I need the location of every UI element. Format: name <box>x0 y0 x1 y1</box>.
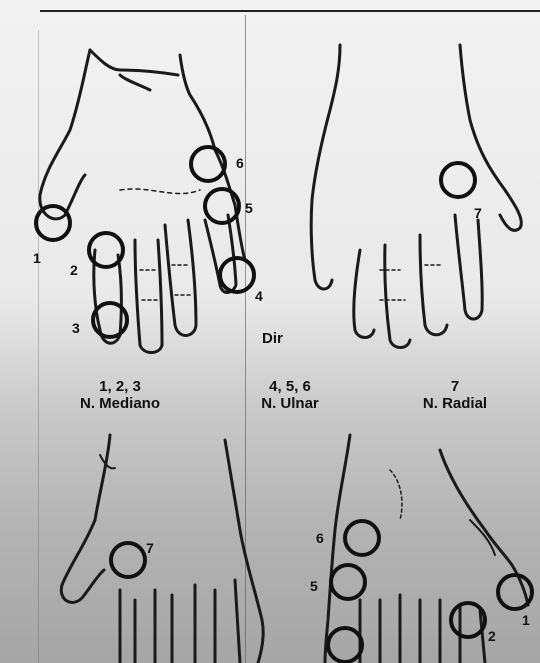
caption-median-points: 1, 2, 3 <box>60 378 180 395</box>
point-circle-6-bottom-right-hand <box>345 521 379 555</box>
caption-median-name: N. Mediano <box>60 395 180 412</box>
point-label-4: 4 <box>255 288 263 304</box>
palm-hand-top-left <box>40 50 245 353</box>
point-circle-5-bottom-right-hand <box>331 565 365 599</box>
point-label-5: 5 <box>245 200 253 216</box>
point-circle-1 <box>36 206 70 240</box>
point-label-6-bottom-right-hand: 6 <box>316 530 324 546</box>
point-circle-1-bottom-right-hand <box>498 575 532 609</box>
caption-ulnar-nerve: 4, 5, 6 N. Ulnar <box>240 378 340 412</box>
caption-radial-nerve: 7 N. Radial <box>400 378 510 412</box>
point-label-7-right-hand: 7 <box>474 205 482 221</box>
palm-hand-bottom-right <box>325 435 528 663</box>
point-label-3: 3 <box>72 320 80 336</box>
point-label-6: 6 <box>236 155 244 171</box>
caption-ulnar-points: 4, 5, 6 <box>240 378 340 395</box>
point-label-2-bottom-right-hand: 2 <box>488 628 496 644</box>
caption-radial-name: N. Radial <box>400 395 510 412</box>
point-label-1: 1 <box>33 250 41 266</box>
point-label-2: 2 <box>70 262 78 278</box>
point-label-5-bottom-right-hand: 5 <box>310 578 318 594</box>
dorsum-hand-top-right <box>311 45 521 348</box>
point-label-7-bottom-left-hand: 7 <box>146 540 154 556</box>
point-circle-4 <box>220 258 254 292</box>
point-circle-extra-bottom-right-hand <box>328 628 362 662</box>
hand-side-label: Dir <box>262 330 283 347</box>
caption-ulnar-name: N. Ulnar <box>240 395 340 412</box>
caption-radial-points: 7 <box>400 378 510 395</box>
dorsum-hand-bottom-left <box>61 435 263 663</box>
point-label-1-bottom-right-hand: 1 <box>522 612 530 628</box>
point-circle-7-right-hand <box>441 163 475 197</box>
point-circle-7-bottom-left-hand <box>111 543 145 577</box>
caption-median-nerve: 1, 2, 3 N. Mediano <box>60 378 180 412</box>
